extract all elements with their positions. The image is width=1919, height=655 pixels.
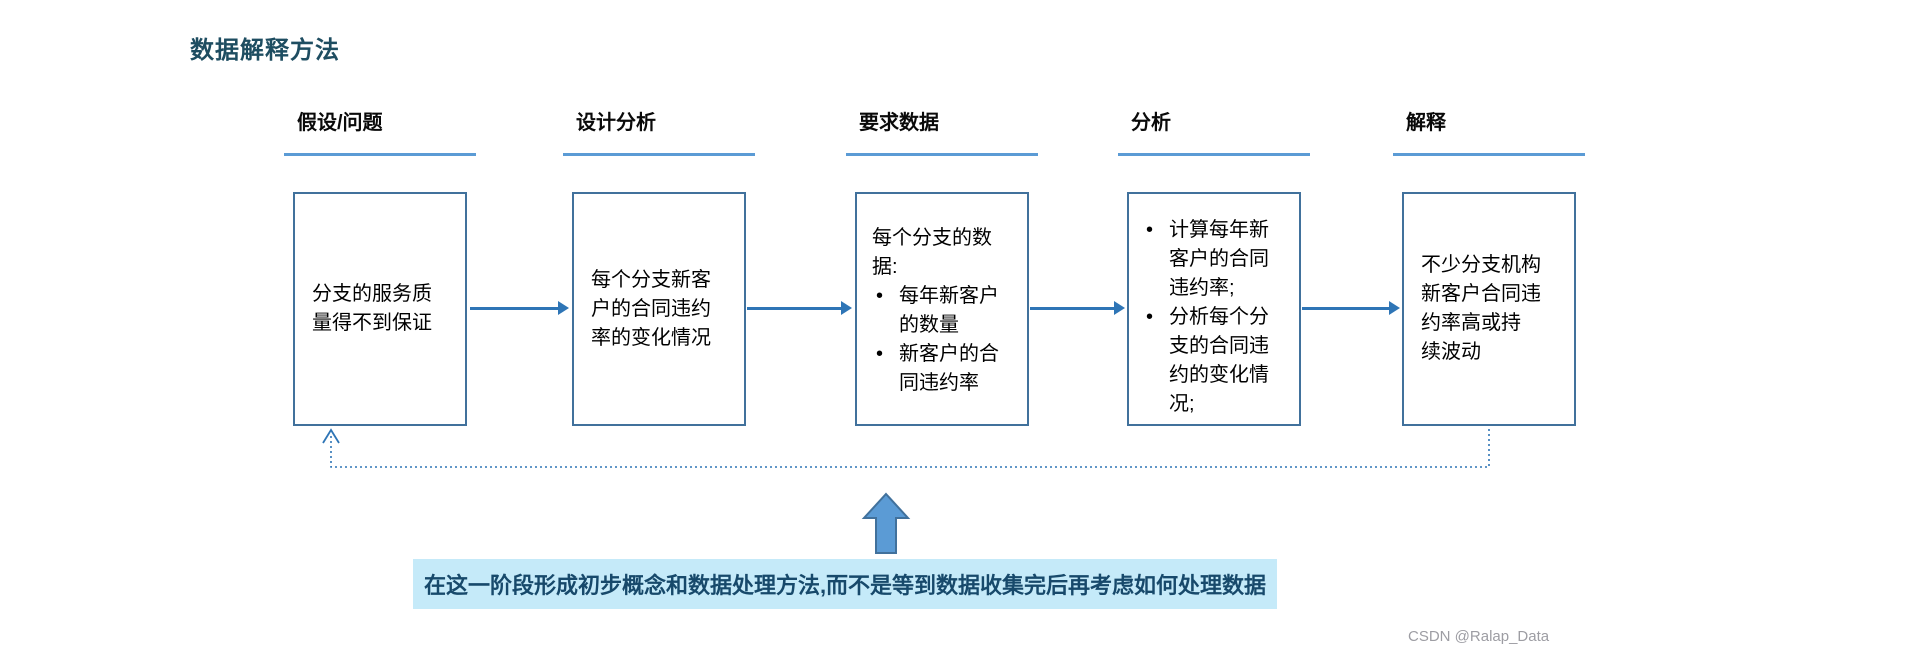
- bullet-icon: •: [1146, 219, 1154, 241]
- step-header: 要求数据: [859, 112, 939, 134]
- note-banner: 在这一阶段形成初步概念和数据处理方法,而不是等到数据收集完后再考虑如何处理数据: [413, 559, 1277, 609]
- box-text: 分支的服务质 量得不到保证: [312, 283, 432, 334]
- step-box: 每个分支的数 据: • 每年新客户 的数量 • 新客户的合 同违约率: [855, 192, 1029, 426]
- step-underline: [846, 153, 1038, 156]
- watermark: CSDN @Ralap_Data: [1408, 628, 1550, 645]
- bullet-text: 分析每个分 支的合同违 约的变化情 况;: [1169, 306, 1269, 415]
- step-box: 不少分支机构 新客户合同违 约率高或持 续波动: [1402, 192, 1576, 426]
- emphasis-up-arrow-icon: [861, 492, 911, 554]
- flow-arrow-icon: [470, 301, 569, 315]
- bullet-text: 每年新客户 的数量: [899, 285, 999, 336]
- bullet-text: 计算每年新 客户的合同 违约率;: [1169, 219, 1269, 299]
- note-banner-text: 在这一阶段形成初步概念和数据处理方法,而不是等到数据收集完后再考虑如何处理数据: [423, 573, 1267, 598]
- bullet-item: • 每年新客户 的数量: [872, 282, 1015, 340]
- box-text: 每个分支的数 据:: [872, 227, 992, 278]
- step-underline: [563, 153, 755, 156]
- page-title: 数据解释方法: [190, 37, 340, 64]
- bullet-icon: •: [876, 343, 884, 365]
- step-header: 设计分析: [576, 112, 656, 134]
- step-box: 每个分支新客 户的合同违约 率的变化情况: [572, 192, 746, 426]
- feedback-arrowhead-icon: [322, 428, 340, 444]
- step-header: 解释: [1406, 112, 1446, 134]
- bullet-text: 新客户的合 同违约率: [899, 343, 999, 394]
- step-box: • 计算每年新 客户的合同 违约率; • 分析每个分 支的合同违 约的变化情 况…: [1127, 192, 1301, 426]
- flow-arrow-icon: [1302, 301, 1400, 315]
- step-underline: [1118, 153, 1310, 156]
- box-text: 不少分支机构 新客户合同违 约率高或持 续波动: [1421, 254, 1541, 363]
- step-underline: [1393, 153, 1585, 156]
- bullet-icon: •: [1146, 306, 1154, 328]
- feedback-loop-line: [330, 429, 1490, 468]
- flow-arrow-icon: [747, 301, 852, 315]
- bullet-item: • 计算每年新 客户的合同 违约率;: [1142, 216, 1289, 303]
- flow-arrow-icon: [1030, 301, 1125, 315]
- box-text: 每个分支新客 户的合同违约 率的变化情况: [591, 268, 711, 349]
- step-underline: [284, 153, 476, 156]
- step-header: 分析: [1131, 112, 1171, 134]
- bullet-item: • 新客户的合 同违约率: [872, 340, 1015, 398]
- bullet-icon: •: [876, 285, 884, 307]
- step-box: 分支的服务质 量得不到保证: [293, 192, 467, 426]
- step-header: 假设/问题: [297, 112, 383, 134]
- bullet-item: • 分析每个分 支的合同违 约的变化情 况;: [1142, 303, 1289, 419]
